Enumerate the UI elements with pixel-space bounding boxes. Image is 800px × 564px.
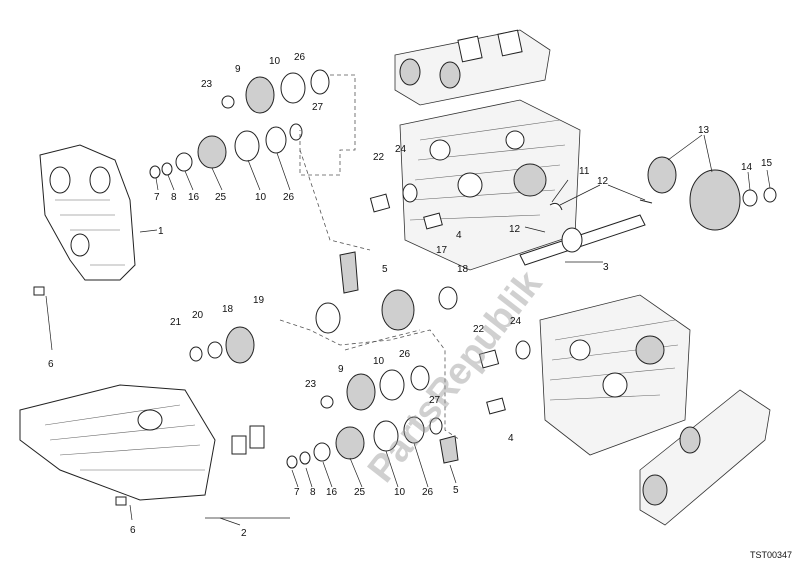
callout-label: 21 <box>170 317 182 328</box>
callout-label: 9 <box>235 64 241 75</box>
callout-label: 24 <box>510 316 522 327</box>
callout-label: 10 <box>373 356 385 367</box>
callout-label: 12 <box>509 224 521 235</box>
callout-label: 8 <box>310 487 316 498</box>
callout-label: 19 <box>253 295 265 306</box>
bolts-small <box>33 286 265 506</box>
camshaft-upper <box>394 29 551 106</box>
callout-label: 4 <box>456 230 462 241</box>
callout-label: 22 <box>473 324 485 335</box>
callout-label: 13 <box>698 125 710 136</box>
callout-label: 16 <box>326 487 338 498</box>
callout-label: 6 <box>130 525 136 536</box>
callout-label: 10 <box>269 56 281 67</box>
tensioner-assembly <box>189 251 458 364</box>
callout-label: 26 <box>422 487 434 498</box>
callout-label: 12 <box>597 176 609 187</box>
callout-label: 20 <box>192 310 204 321</box>
callout-label: 10 <box>394 487 406 498</box>
pulley-stack-upper-a <box>221 69 330 141</box>
callout-label: 16 <box>188 192 200 203</box>
callout-label: 22 <box>373 152 385 163</box>
callout-label: 3 <box>603 262 609 273</box>
callout-label: 5 <box>453 485 459 496</box>
callout-labels: 9 10 26 23 27 7 8 16 25 10 26 1 6 22 24 … <box>48 52 773 539</box>
callout-label: 18 <box>222 304 234 315</box>
camshaft-shaft <box>519 156 777 266</box>
callout-label: 26 <box>283 192 295 203</box>
timing-cover-lower <box>19 384 216 501</box>
camshaft-lower <box>639 389 771 526</box>
pulley-stack-lower-a <box>320 365 443 435</box>
callout-label: 24 <box>395 144 407 155</box>
callout-label: 10 <box>255 192 267 203</box>
engine-head-lower <box>539 294 691 456</box>
drawing-code: TST00347 <box>750 550 792 560</box>
callout-label: 23 <box>305 379 317 390</box>
callout-label: 25 <box>215 192 227 203</box>
callout-label: 14 <box>741 162 753 173</box>
pulley-stack-upper-b <box>149 126 287 179</box>
bolts-lower-middle <box>478 340 531 415</box>
bolts-upper-middle <box>369 183 443 230</box>
callout-label: 27 <box>429 395 441 406</box>
callout-label: 5 <box>382 264 388 275</box>
callout-label: 26 <box>399 349 411 360</box>
callout-label: 23 <box>201 79 213 90</box>
callout-label: 17 <box>436 245 448 256</box>
engine-head-upper <box>399 99 581 271</box>
callout-label: 15 <box>761 158 773 169</box>
belt-paths <box>279 74 461 441</box>
callout-label: 6 <box>48 359 54 370</box>
pulley-stack-lower-b <box>286 416 459 469</box>
callout-label: 2 <box>241 528 247 539</box>
callout-label: 9 <box>338 364 344 375</box>
callout-label: 27 <box>312 102 324 113</box>
callout-label: 4 <box>508 433 514 444</box>
callout-label: 26 <box>294 52 306 63</box>
callout-label: 11 <box>579 166 590 177</box>
callout-label: 1 <box>158 226 164 237</box>
callout-label: 25 <box>354 487 366 498</box>
timing-cover-upper <box>39 144 136 281</box>
callout-label: 18 <box>457 264 469 275</box>
callout-label: 8 <box>171 192 177 203</box>
leader-lines <box>45 134 771 526</box>
callout-label: 7 <box>154 192 160 203</box>
callout-label: 7 <box>294 487 300 498</box>
